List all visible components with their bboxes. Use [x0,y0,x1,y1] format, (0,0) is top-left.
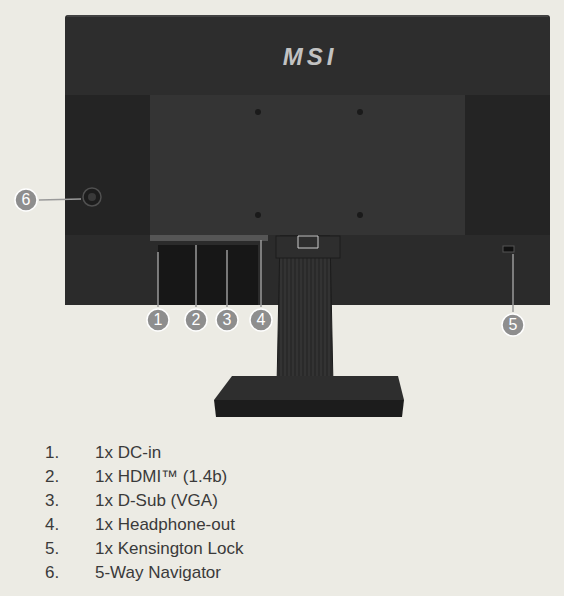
vesa-hole [357,109,363,115]
callout-disc [185,309,207,331]
port-description: 1x Kensington Lock [95,540,243,559]
list-number: 6. [45,564,59,583]
stand-hook [298,236,318,248]
list-number: 2. [45,468,59,487]
vesa-hole [357,212,363,218]
top-rim [67,15,548,17]
port-cavity [158,245,258,305]
list-number: 3. [45,492,59,511]
port-bracket [150,235,268,241]
vesa-hole [255,212,261,218]
callout-circle: 4 [249,308,273,332]
callout-circle: 2 [184,308,208,332]
callout-disc [147,309,169,331]
stand-collar [276,236,340,258]
callout-disc [216,309,238,331]
callout-number: 2 [192,312,201,328]
kensington-slot [503,246,514,252]
port-description: 1x Headphone-out [95,516,235,535]
callout-disc [15,189,37,211]
callout-circle: 1 [146,308,170,332]
list-number: 5. [45,540,59,559]
callout-circle: 6 [14,188,38,212]
callout-number: 3 [223,312,232,328]
port-description: 1x HDMI™ (1.4b) [95,468,227,487]
leader-line [226,250,228,307]
leader-line [512,254,514,312]
left-recess [65,95,150,235]
callout-number: 4 [257,312,266,328]
callout-number: 6 [22,192,31,208]
callout-disc [250,309,272,331]
callout-circle: 3 [215,308,239,332]
right-recess [465,95,550,235]
callout-number: 5 [509,317,518,333]
leader-line [157,252,159,307]
port-description: 1x D-Sub (VGA) [95,492,218,511]
stand-base-front [214,400,404,417]
vesa-plate [150,95,465,235]
port-description: 5-Way Navigator [95,564,221,583]
stand-base-top [214,376,404,400]
list-number: 1. [45,444,59,463]
callout-disc [502,314,524,336]
callout-circle: 5 [501,313,525,337]
leader-line [195,245,197,307]
brand-logo: MSI [283,44,338,70]
leader-line [260,240,262,307]
port-description: 1x DC-in [95,444,161,463]
leader-line [39,199,81,200]
list-number: 4. [45,516,59,535]
navigator-center [88,193,96,201]
callout-number: 1 [154,312,163,328]
navigator-button [83,188,101,206]
vesa-hole [255,109,261,115]
